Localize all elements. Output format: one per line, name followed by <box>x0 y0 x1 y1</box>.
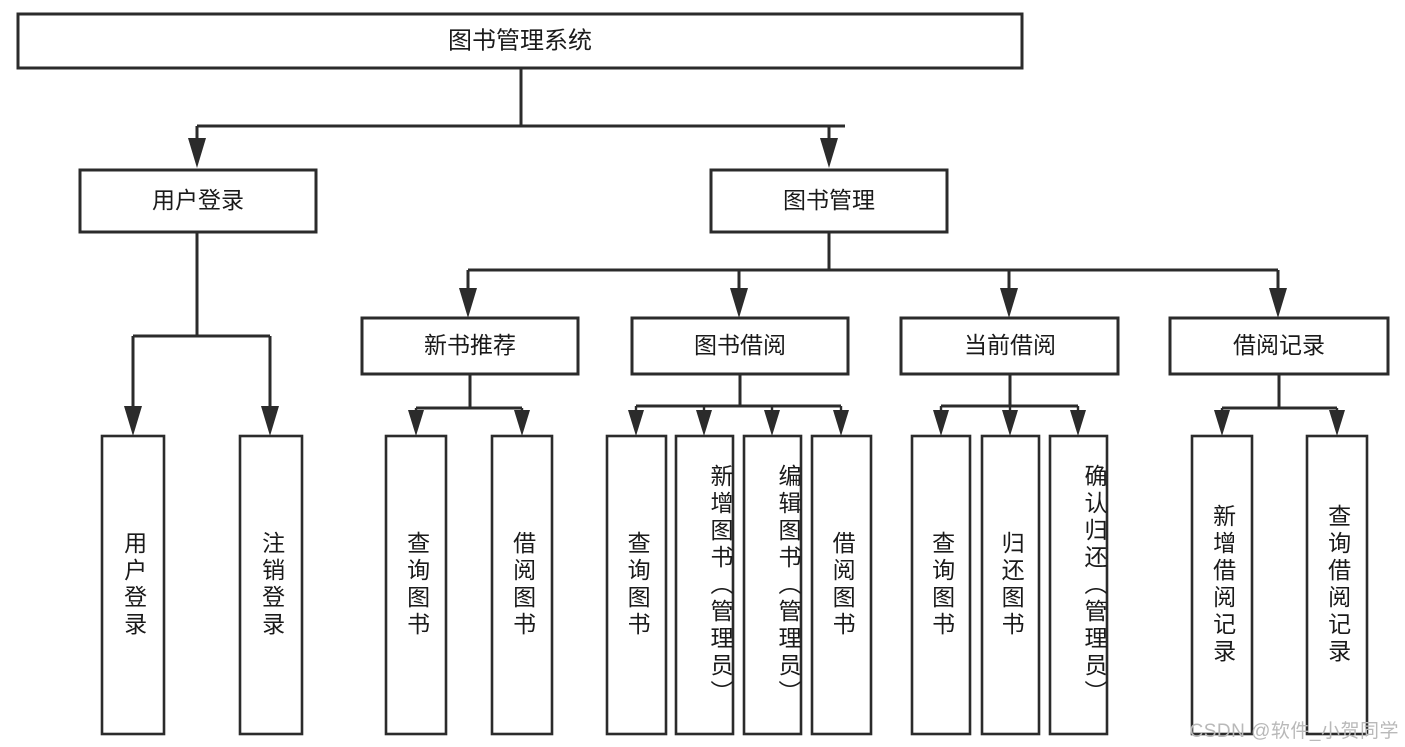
node-new-book-recommend-box[interactable] <box>360 316 580 376</box>
connector-group-root <box>188 68 845 168</box>
node-current-borrow-box[interactable] <box>899 316 1120 376</box>
leaf-boxes-new-book-recommend <box>384 434 554 736</box>
node-user-login[interactable]: 用户登录 <box>78 168 318 234</box>
node-new-book-recommend[interactable]: 新书推荐 <box>360 316 580 376</box>
node-current-borrow-label: 当前借阅 <box>964 332 1056 358</box>
arrow-head-leaf-borrow-record-1 <box>1329 410 1345 436</box>
leaf-box-user-login-1[interactable] <box>238 434 304 736</box>
arrow-head-leaf-current-borrow-2 <box>1070 410 1086 436</box>
leaf-box-borrow-record-1[interactable] <box>1305 434 1369 736</box>
leaf-box-book-borrow-2[interactable] <box>742 434 803 736</box>
arrow-head-borrow-record <box>1269 288 1287 318</box>
connector-group-book-borrow <box>628 374 849 436</box>
leaf-box-new-book-1[interactable] <box>490 434 554 736</box>
arrow-head-leaf-book-borrow-2 <box>764 410 780 436</box>
arrow-head-leaf-book-borrow-3 <box>833 410 849 436</box>
node-book-management-box[interactable] <box>709 168 949 234</box>
connector-group-new-book-recommend <box>408 374 530 436</box>
node-root-box[interactable] <box>16 12 1024 70</box>
arrow-head-user-login <box>188 138 206 168</box>
leaf-boxes-book-borrow <box>605 434 873 736</box>
node-book-borrow[interactable]: 图书借阅 <box>630 316 850 376</box>
leaf-box-borrow-record-0[interactable] <box>1190 434 1254 736</box>
arrow-head-leaf-book-borrow-0 <box>628 410 644 436</box>
connector-group-user-login <box>124 232 279 436</box>
node-book-management-label: 图书管理 <box>783 187 875 213</box>
node-root[interactable]: 图书管理系统 <box>16 12 1024 70</box>
arrow-head-leaf-current-borrow-1 <box>1002 410 1018 436</box>
connector-group-borrow-record <box>1214 374 1345 436</box>
node-borrow-record[interactable]: 借阅记录 <box>1168 316 1390 376</box>
arrow-head-leaf-new-book-1 <box>514 410 530 436</box>
arrow-head-leaf-book-borrow-1 <box>696 410 712 436</box>
node-book-management[interactable]: 图书管理 <box>709 168 949 234</box>
arrow-head-current-borrow <box>1000 288 1018 318</box>
connector-group-book-mgmt <box>459 232 1287 318</box>
node-borrow-record-label: 借阅记录 <box>1233 332 1325 358</box>
node-user-login-label: 用户登录 <box>152 187 244 213</box>
leaf-box-current-borrow-0[interactable] <box>910 434 972 736</box>
leaf-box-book-borrow-0[interactable] <box>605 434 668 736</box>
leaf-box-book-borrow-3[interactable] <box>810 434 873 736</box>
leaf-box-new-book-0[interactable] <box>384 434 448 736</box>
node-current-borrow[interactable]: 当前借阅 <box>899 316 1120 376</box>
node-user-login-box[interactable] <box>78 168 318 234</box>
leaf-box-user-login-0[interactable] <box>100 434 166 736</box>
arrow-head-leaf-user-login-1 <box>261 406 279 436</box>
arrow-head-leaf-borrow-record-0 <box>1214 410 1230 436</box>
arrow-head-book-borrow <box>730 288 748 318</box>
connector-group-current-borrow <box>933 374 1086 436</box>
leaf-boxes-user-login <box>100 434 304 736</box>
node-root-label: 图书管理系统 <box>448 27 592 54</box>
csdn-watermark: CSDN @软件_小贺同学 <box>1189 721 1399 742</box>
leaf-box-current-borrow-2[interactable] <box>1048 434 1109 736</box>
arrow-head-leaf-current-borrow-0 <box>933 410 949 436</box>
leaf-boxes-borrow-record <box>1190 434 1369 736</box>
arrow-head-new-book-recommend <box>459 288 477 318</box>
leaf-box-book-borrow-1[interactable] <box>674 434 735 736</box>
node-book-borrow-label: 图书借阅 <box>694 332 786 358</box>
node-borrow-record-box[interactable] <box>1168 316 1390 376</box>
arrow-head-leaf-new-book-0 <box>408 410 424 436</box>
node-book-borrow-box[interactable] <box>630 316 850 376</box>
node-new-book-recommend-label: 新书推荐 <box>424 332 516 358</box>
arrow-head-book-mgmt <box>820 138 838 168</box>
leaf-boxes-current-borrow <box>910 434 1109 736</box>
leaf-box-current-borrow-1[interactable] <box>980 434 1041 736</box>
arrow-head-leaf-user-login-0 <box>124 406 142 436</box>
